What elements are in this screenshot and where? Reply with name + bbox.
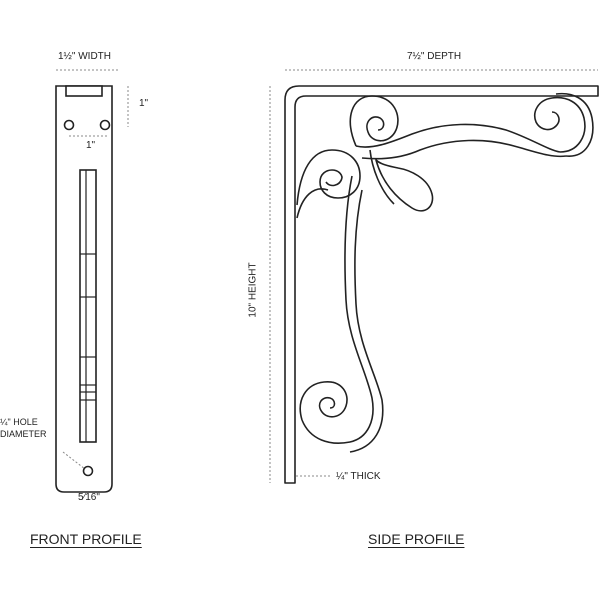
side-profile-drawing [284,85,599,484]
side-bracket-frame [284,85,599,484]
front-top-height-label: 1" [139,98,149,109]
side-dimension-lines [269,69,598,483]
front-slot-segments [80,170,96,442]
side-main-stem [301,175,384,453]
front-bracket-outline [55,85,113,493]
front-profile-drawing [55,85,113,493]
side-teardrop [375,159,434,212]
side-upper-connector [369,149,395,205]
front-bottom-hole [82,465,94,477]
side-lower-scroll [299,381,348,421]
side-thickness-label: ¼" THICK [336,471,381,482]
front-upper-hole-right [99,119,111,131]
front-hole-label-line2: DIAMETER [0,429,47,439]
front-dimension-lines [56,69,129,470]
front-hole-spacing-label: 1" [86,140,96,151]
side-profile-title: SIDE PROFILE [368,531,465,547]
front-profile-title: FRONT PROFILE [30,531,142,547]
side-upper-scroll-right [534,92,594,157]
front-width-label: 1½" WIDTH [58,51,111,62]
side-depth-label: 7½" DEPTH [407,51,462,62]
front-hole-label-line1: ¼" HOLE [0,417,38,427]
side-upper-scroll-left [296,149,361,219]
front-bottom-offset-label: 5⁄16" [78,492,100,503]
front-top-cap [65,85,103,97]
side-top-scroll-arm [349,95,567,160]
side-height-label: 10" HEIGHT [247,262,259,318]
front-center-slot [79,169,97,443]
front-hole-leader-line [62,451,86,470]
front-upper-hole-left [63,119,75,131]
